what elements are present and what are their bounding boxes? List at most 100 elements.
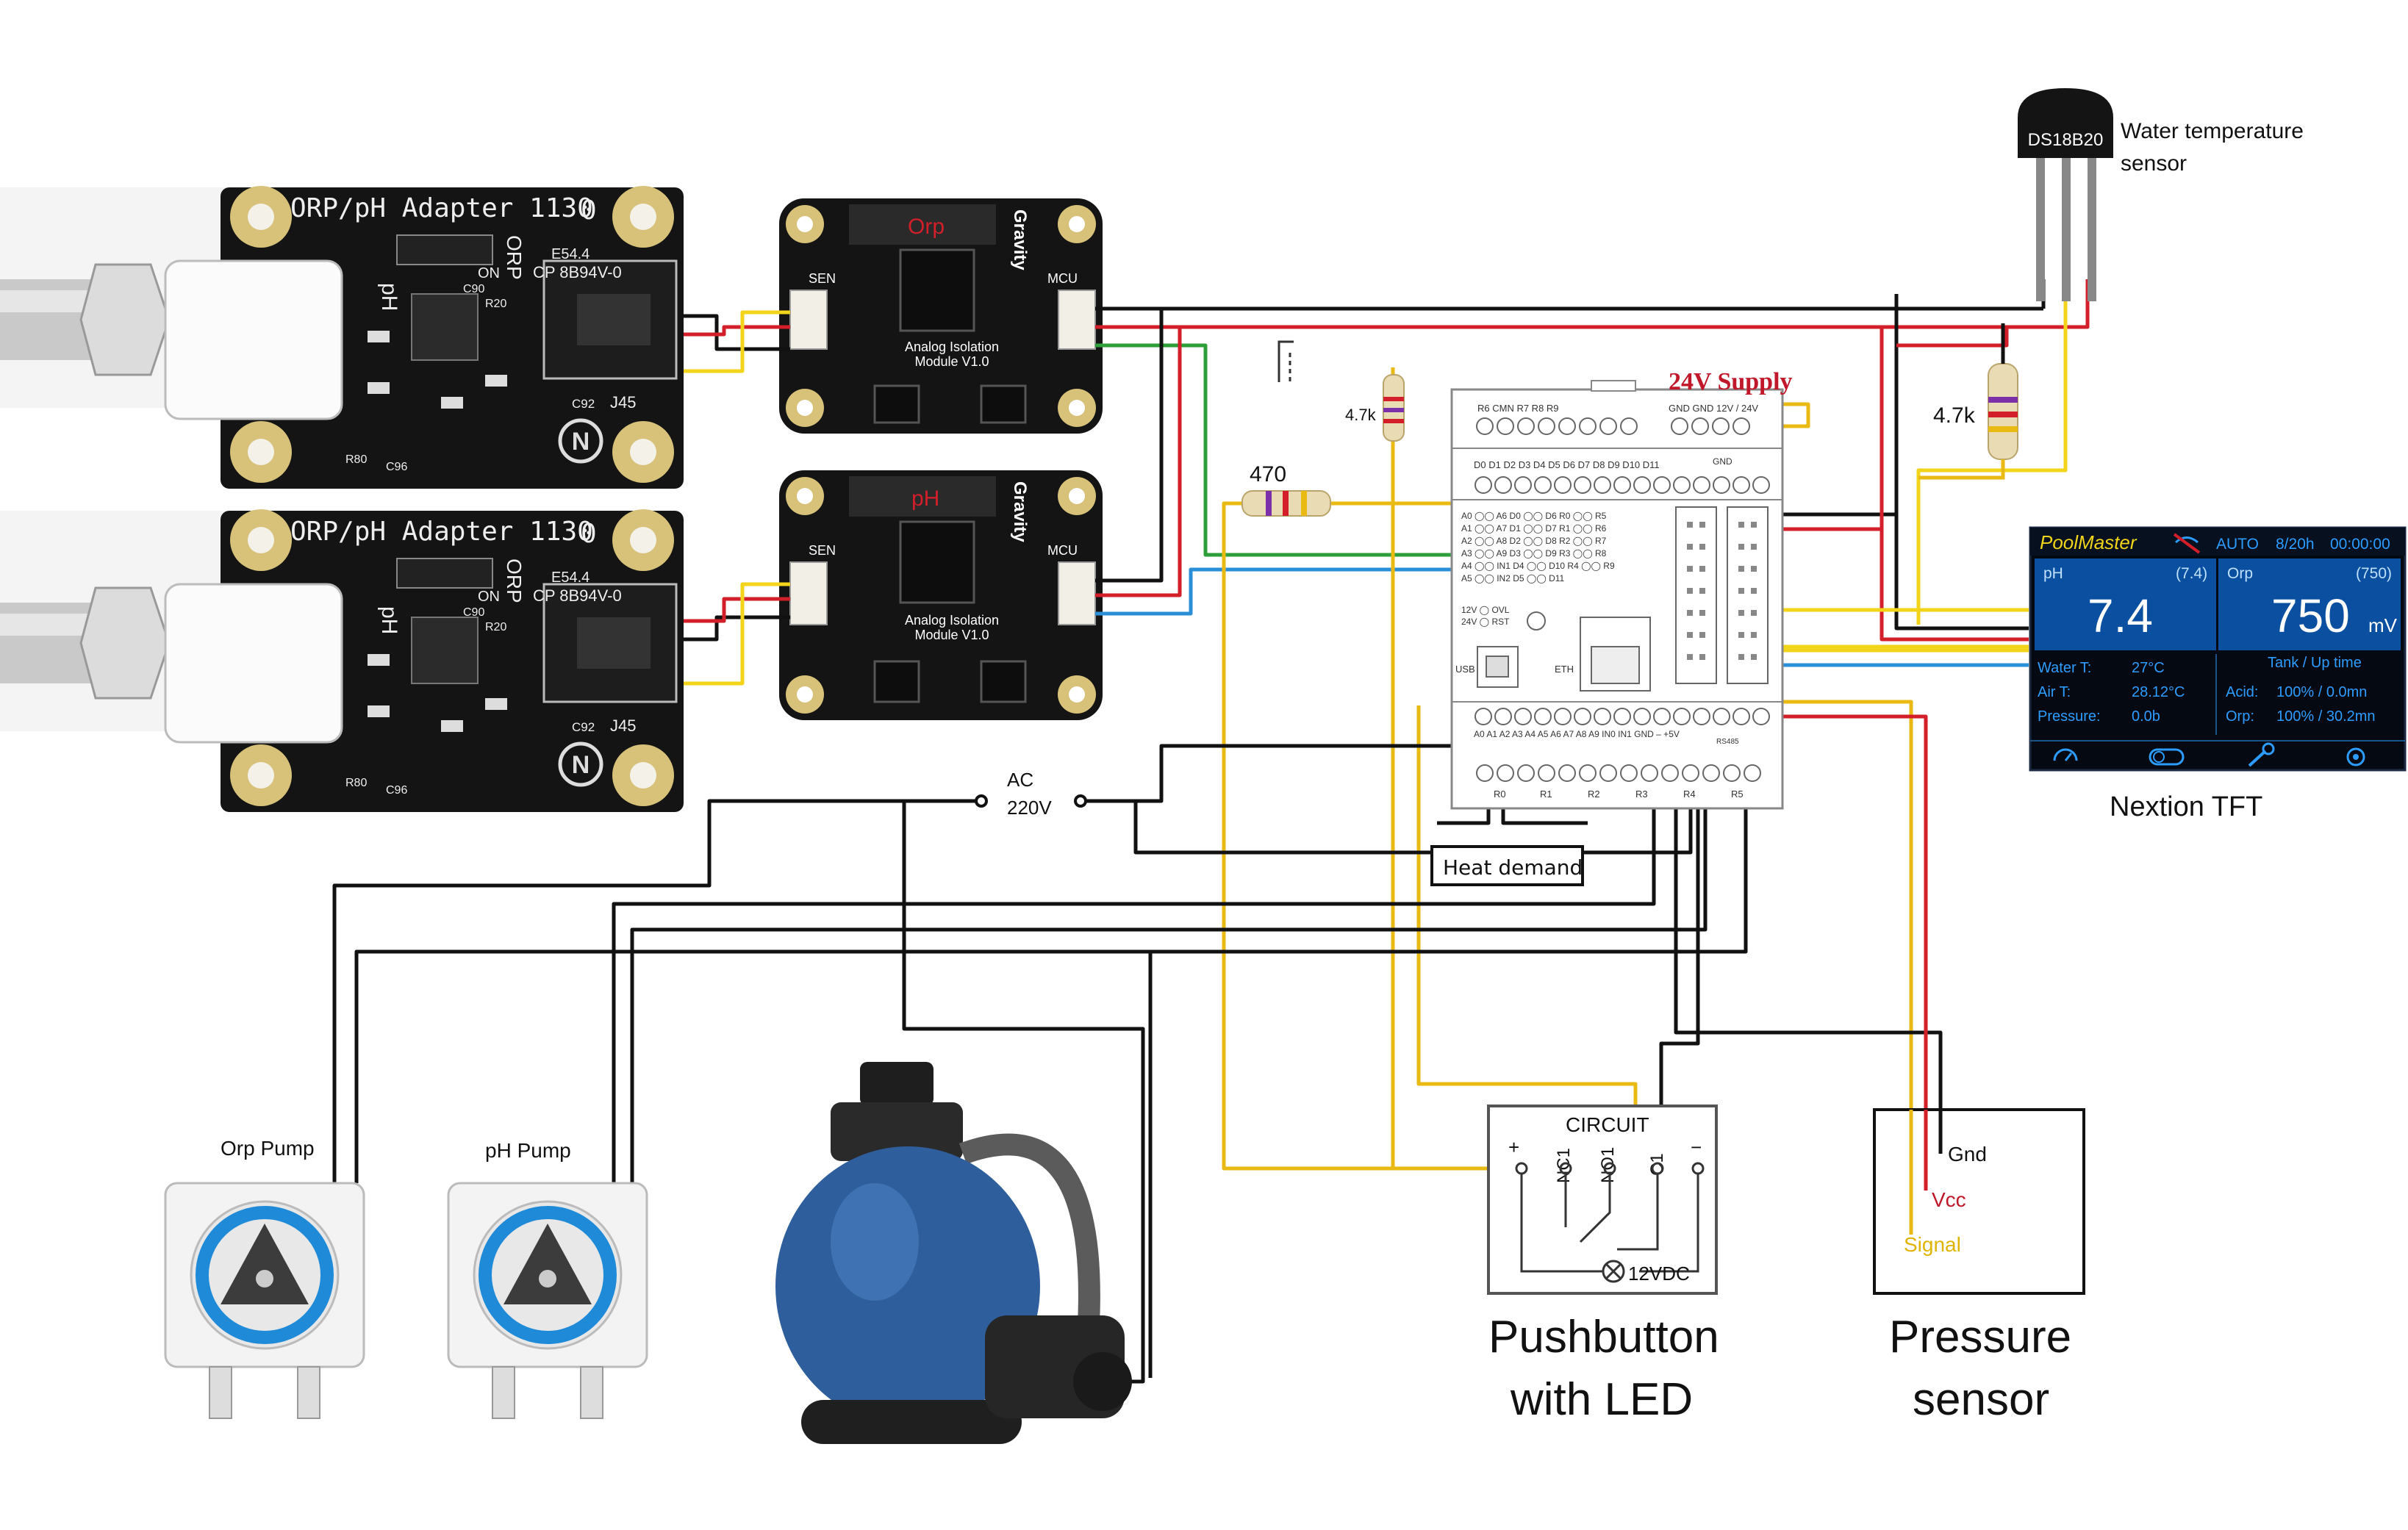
tft-orp-unit: mV [2368, 614, 2398, 636]
pin-row: A1 ◯◯ A7 D1 ◯◯ D7 R1 ◯◯ R6 [1461, 523, 1607, 534]
r80-mark: R80 [345, 453, 367, 466]
nextion-tft: PoolMaster AUTO 8/20h 00:00:00 pH (7.4) … [2029, 526, 2407, 822]
ps-caption-line1: Pressure [1889, 1312, 2071, 1362]
tft-pressure: 0.0b [2132, 708, 2160, 725]
pb-plus: + [1508, 1136, 1519, 1158]
pin-row: A3 ◯◯ A9 D3 ◯◯ D9 R3 ◯◯ R8 [1461, 548, 1607, 559]
pin-row: A5 ◯◯ IN2 D5 ◯◯ D11 [1461, 573, 1565, 583]
tft-acid-label: Acid: [2226, 684, 2258, 700]
gravity-brand: Gravity [1010, 209, 1030, 270]
digital-header: D0 D1 D2 D3 D4 D5 D6 D7 D8 D9 D10 D11 [1474, 459, 1660, 470]
gauge-icon [2053, 748, 2078, 761]
sensor-label-line1: Water temperature [2121, 119, 2304, 143]
ps-vcc: Vcc [1932, 1188, 1966, 1211]
relay-label: R2 [1588, 789, 1600, 800]
ph-pump: pH Pump [447, 1139, 648, 1419]
sen-mark: SEN [809, 543, 836, 558]
tft-orp-tank-label: Orp: [2226, 708, 2254, 725]
tft-ph-set: (7.4) [2176, 565, 2207, 582]
mcu-mark: MCU [1047, 271, 1078, 286]
ph-mark: pH [377, 606, 401, 634]
sensor-chip-label: DS18B20 [2028, 130, 2104, 150]
tft-orp-tank: 100% / 30.2mn [2276, 708, 2376, 725]
orp-pump: Orp Pump [164, 1137, 365, 1419]
resistor-led: 470 [1241, 462, 1331, 517]
isolation-module-orp: Orp SEN MCU Gravity Analog Isolation Mod… [779, 198, 1103, 434]
resistor-pullup-left: 4.7k [1345, 374, 1405, 442]
pb-c1: C1 [1647, 1153, 1667, 1176]
resistor-value: 4.7k [1933, 403, 1976, 428]
wifi-off-icon [2173, 533, 2201, 554]
top-terminal-labels: R6 CMN R7 R8 R9 [1477, 403, 1559, 414]
tft-time: 00:00:00 [2330, 536, 2390, 553]
pressure-sensor: Gnd Vcc Signal Pressure sensor [1873, 1108, 2085, 1425]
module-line2: Module V1.0 [914, 354, 989, 369]
resistor-value: 4.7k [1345, 406, 1377, 424]
pushbutton-with-led: CIRCUIT + NC1 NO1 C1 − 12VDC Pushbutton … [1487, 1105, 1719, 1425]
orp-ph-adapter-board-2: N ORP/pH Adapter 1130 0 pH ORP ON E54.4 … [0, 509, 684, 812]
tft-caption: Nextion TFT [2110, 791, 2262, 822]
ps-signal: Signal [1904, 1233, 1961, 1256]
tft-orp-label: Orp [2227, 565, 2253, 582]
relay-label: R1 [1540, 789, 1552, 800]
tft-window: 8/20h [2276, 536, 2315, 553]
tft-tank-header: Tank / Up time [2268, 655, 2362, 671]
pb-minus: − [1691, 1136, 1702, 1158]
ps-gnd: Gnd [1948, 1143, 1987, 1166]
pb-caption-line2: with LED [1510, 1374, 1693, 1425]
relay-label: R3 [1635, 789, 1648, 800]
module-line2: Module V1.0 [914, 628, 989, 642]
adapter-rev: 0 [581, 519, 597, 549]
tft-brand: PoolMaster [2040, 531, 2138, 553]
ph-mark: pH [377, 283, 401, 311]
resistor-value: 470 [1250, 462, 1286, 486]
digital-terminal-strip [1474, 476, 1770, 494]
tft-pressure-label: Pressure: [2038, 708, 2101, 725]
resistor-pullup-right: 4.7k [1918, 323, 2018, 480]
tft-acid: 100% / 0.0mn [2276, 684, 2367, 700]
isolation-module-ph: pH SEN MCU Gravity Analog Isolation Modu… [779, 470, 1103, 720]
tft-air-t: 28.12°C [2132, 684, 2185, 700]
cert-mark: CP 8B94V-0 [533, 263, 622, 281]
orp-mark: ORP [503, 559, 526, 603]
code-mark: E54.4 [551, 246, 590, 262]
module-line1: Analog Isolation [905, 340, 999, 354]
toggle-icon [2149, 748, 2185, 766]
bottom-header: A0 A1 A2 A3 A4 A5 A6 A7 A8 A9 IN0 IN1 GN… [1474, 729, 1680, 739]
module-line1: Analog Isolation [905, 613, 999, 628]
sensor-label-line2: sensor [2121, 151, 2187, 176]
n-logo: N [572, 428, 590, 456]
orp-mark: ORP [503, 235, 526, 280]
gear-icon [2346, 747, 2365, 766]
n-logo: N [572, 751, 590, 779]
on-mark: ON [478, 589, 500, 605]
tft-orp-set: (750) [2356, 565, 2392, 582]
relay-label: R0 [1494, 789, 1506, 800]
eth-label: ETH [1555, 664, 1574, 675]
pump-label: Orp Pump [221, 1137, 315, 1160]
c96-mark: C96 [386, 461, 407, 473]
on-mark: ON [478, 265, 500, 281]
cert-mark: CP 8B94V-0 [533, 586, 622, 605]
module-label: Orp [908, 215, 945, 239]
sand-filter-pump [775, 1062, 1132, 1444]
c92-mark: C92 [572, 397, 595, 411]
pb-led-label: 12VDC [1628, 1263, 1690, 1285]
code-mark: E54.4 [551, 570, 590, 586]
tft-ph-value: 7.4 [2088, 589, 2153, 642]
heat-demand-label: Heat demand [1443, 855, 1583, 880]
r80-mark: R80 [345, 777, 367, 789]
header-pins [1687, 522, 1757, 660]
gnd-mark: GND [1713, 456, 1732, 467]
usb-label: USB [1455, 664, 1475, 675]
ac-label-line1: AC [1007, 769, 1033, 791]
power-label: 12V ◯ OVL [1461, 605, 1510, 615]
ps-caption-line2: sensor [1913, 1374, 2049, 1425]
adapter-title: ORP/pH Adapter 1130 [290, 193, 593, 223]
r20-mark: R20 [485, 298, 506, 310]
tft-ph-label: pH [2043, 565, 2063, 582]
pump-label: pH Pump [485, 1139, 571, 1162]
tft-mode: AUTO [2216, 536, 2259, 553]
relay-label: R5 [1731, 789, 1744, 800]
gravity-brand: Gravity [1010, 481, 1030, 542]
